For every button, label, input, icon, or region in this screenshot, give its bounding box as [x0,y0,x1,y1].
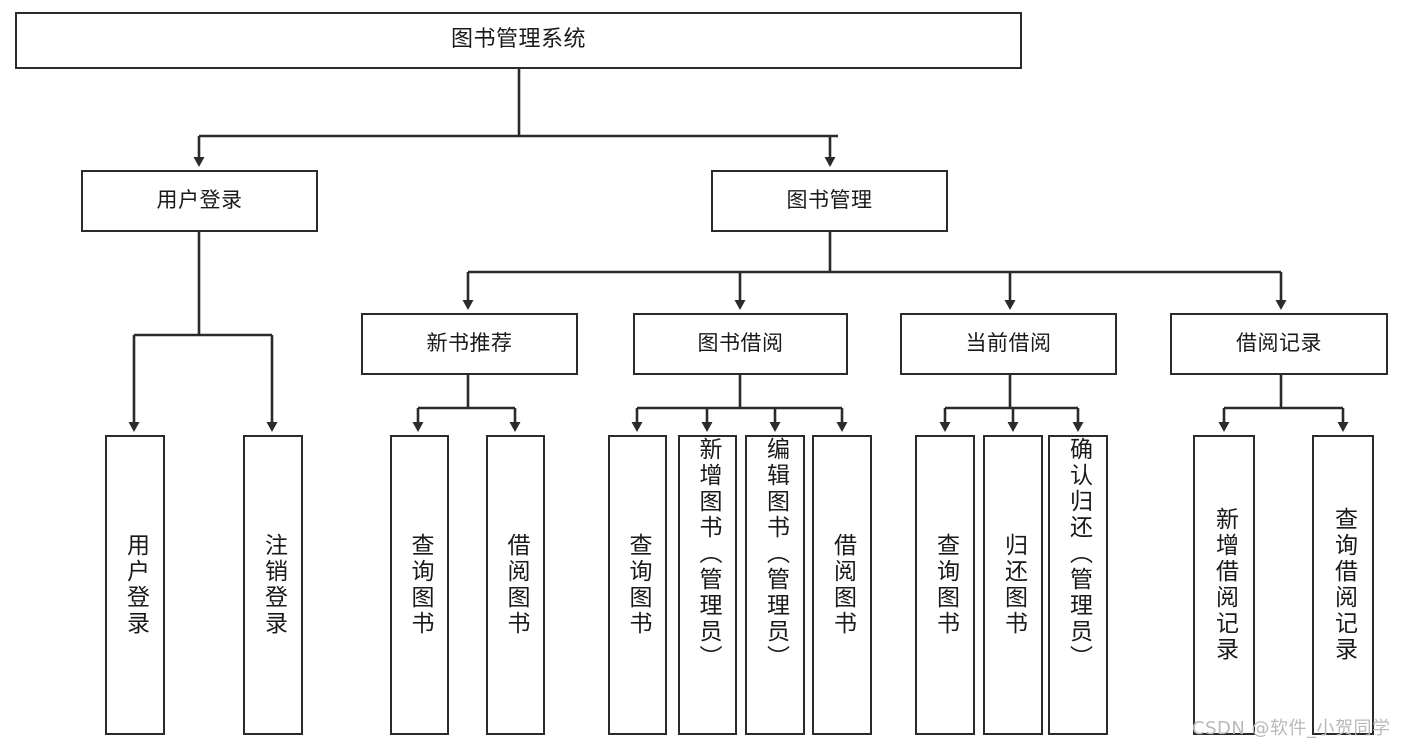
node-leaf-borrow-book-borrow-label: 借阅图书 [829,533,856,637]
node-book-borrow[interactable]: 图书借阅 [633,313,848,375]
node-leaf-query-book-borrow[interactable]: 查询图书 [608,435,667,735]
node-user-login[interactable]: 用户登录 [81,170,318,232]
node-leaf-query-book-recommend[interactable]: 查询图书 [390,435,449,735]
node-leaf-edit-book-label: 编辑图书（管理员） [762,437,789,671]
node-book-manage-label: 图书管理 [786,188,873,213]
node-leaf-user-login-label: 用户登录 [122,533,149,637]
node-leaf-borrow-book-borrow[interactable]: 借阅图书 [812,435,872,735]
node-leaf-return-book[interactable]: 归还图书 [983,435,1043,735]
node-leaf-edit-book[interactable]: 编辑图书（管理员） [745,435,805,735]
node-borrow-record[interactable]: 借阅记录 [1170,313,1388,375]
node-leaf-query-record-label: 查询借阅记录 [1330,507,1357,663]
node-leaf-query-book-current-label: 查询图书 [932,533,959,637]
node-leaf-query-book-borrow-label: 查询图书 [625,533,651,637]
node-leaf-borrow-book-recommend-label: 借阅图书 [503,533,529,637]
node-leaf-add-record-label: 新增借阅记录 [1211,507,1238,663]
node-leaf-add-book-label: 新增图书（管理员） [695,437,721,671]
csdn-watermark: CSDN @软件_小贺同学 [1192,718,1391,739]
node-leaf-add-record[interactable]: 新增借阅记录 [1193,435,1255,735]
node-leaf-query-book-recommend-label: 查询图书 [407,533,433,637]
node-new-book-recommend-label: 新书推荐 [426,331,513,356]
node-user-login-label: 用户登录 [156,188,243,213]
node-leaf-confirm-return[interactable]: 确认归还（管理员） [1048,435,1108,735]
node-book-manage[interactable]: 图书管理 [711,170,948,232]
node-current-borrow-label: 当前借阅 [965,331,1052,356]
node-leaf-borrow-book-recommend[interactable]: 借阅图书 [486,435,545,735]
node-leaf-logout[interactable]: 注销登录 [243,435,303,735]
node-leaf-add-book[interactable]: 新增图书（管理员） [678,435,737,735]
node-leaf-logout-label: 注销登录 [260,533,287,637]
node-leaf-confirm-return-label: 确认归还（管理员） [1065,437,1092,671]
node-root-label: 图书管理系统 [450,27,586,53]
node-current-borrow[interactable]: 当前借阅 [900,313,1117,375]
node-leaf-user-login[interactable]: 用户登录 [105,435,165,735]
node-root[interactable]: 图书管理系统 [15,12,1022,69]
node-book-borrow-label: 图书借阅 [697,331,784,356]
node-borrow-record-label: 借阅记录 [1236,331,1322,356]
node-leaf-return-book-label: 归还图书 [1000,533,1027,637]
node-leaf-query-record[interactable]: 查询借阅记录 [1312,435,1374,735]
node-new-book-recommend[interactable]: 新书推荐 [361,313,578,375]
node-leaf-query-book-current[interactable]: 查询图书 [915,435,975,735]
